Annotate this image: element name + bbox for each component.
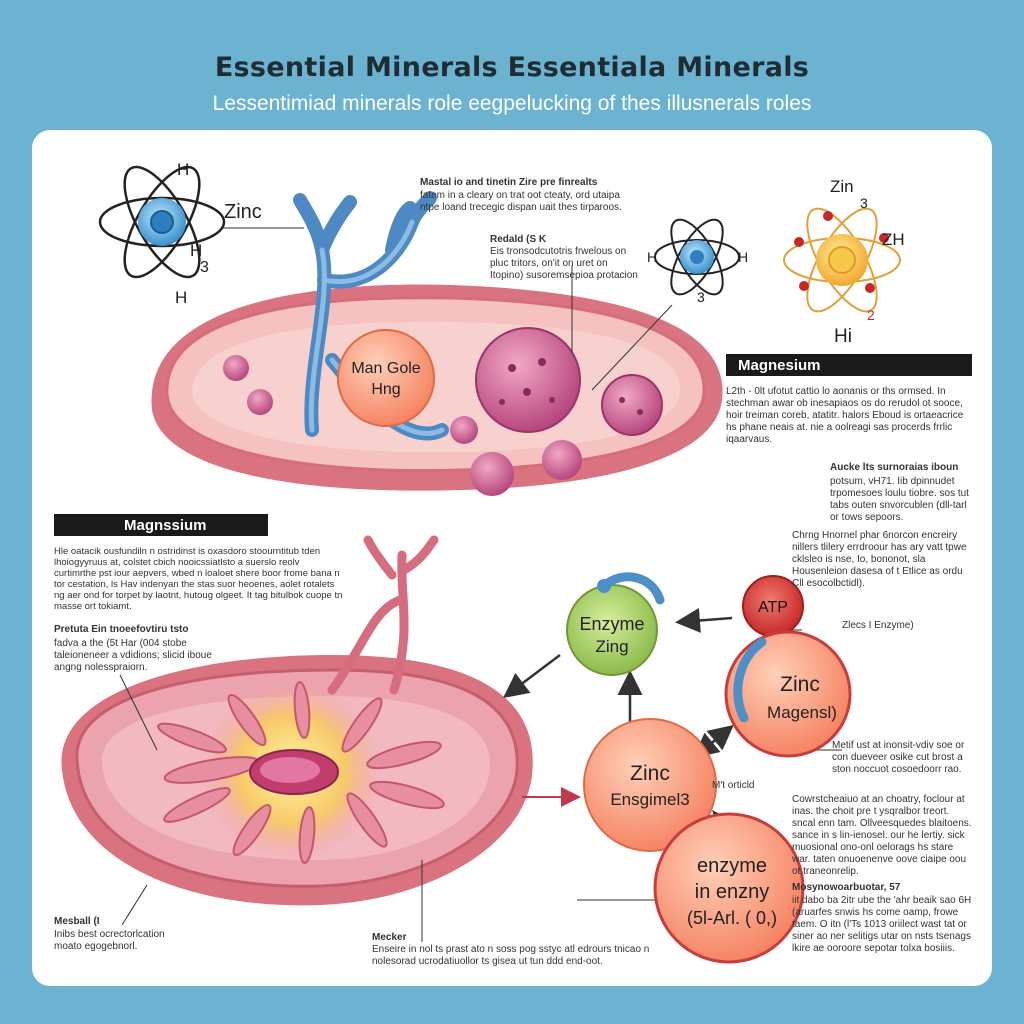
annotation-bottom-left-title: Mesball (I	[54, 916, 100, 927]
node-zinc-enz-l1: Zinc	[630, 762, 670, 785]
mid-atom-num: 3	[697, 289, 705, 305]
nucleus-label-2: Hng	[371, 381, 400, 398]
atom-h-top: H	[177, 160, 189, 179]
right-atom-label: Zin	[830, 177, 854, 196]
diagram-artwork: Zinc H H 3 H H H 3	[61, 160, 905, 964]
page-subtitle: Lessentimiad minerals role eegpelucking …	[212, 92, 812, 115]
annotation-left-body: Hle oatacik ousfundiln n ostridinst is o…	[54, 546, 343, 612]
right-atom-hi: Hi	[834, 326, 852, 347]
mid-atom-h-right: H	[738, 249, 748, 265]
node-enzyme-zing: Enzyme Zing	[566, 572, 665, 676]
annotation-left-body2: fadva a the (5t Har (004 stobe taleionen…	[54, 638, 212, 673]
atom-icon-right: Zin 3 ZH Hi 2	[783, 177, 905, 347]
annotation-right-body: L2th - 0lt ufotut cattio lo aonanis or t…	[726, 386, 964, 445]
annotation-mid-center-title: Redald (S K	[490, 234, 547, 245]
atom-icon-middle: H H 3	[647, 218, 748, 305]
node-zinc-mag-l2: Magensl)	[767, 703, 837, 722]
annotation-right-title2: Aucke lts surnoraias iboun	[830, 462, 959, 473]
right-atom-zh: ZH	[882, 230, 905, 249]
annotation-right-body3: Cowrstcheaiuo at an choatry, foclour at …	[792, 794, 972, 877]
atom-h-right: H	[190, 241, 202, 260]
node-zinc-magnesium: Zinc Magensl)	[724, 630, 852, 758]
atom-num: 3	[200, 259, 209, 276]
right-atom-two: 2	[867, 307, 875, 323]
node-enzyme-l1: Enzyme	[579, 614, 644, 634]
annotation-top-center-body: fatem in a cleary on trat oot cteaty, or…	[420, 190, 622, 213]
node-atp: ATP	[742, 575, 804, 637]
node-zinc-enzyme: Zinc Ensgimel3	[583, 718, 717, 852]
node-zinc-enz-l2: Ensgimel3	[610, 790, 689, 809]
node-atp-label: ATP	[758, 599, 788, 616]
page-title: Essential Minerals Essentiala Minerals	[214, 52, 810, 83]
node-enz-in-l2: in enzny	[695, 881, 770, 903]
bottom-cell-illustration	[61, 535, 533, 906]
atom-icon-zinc: Zinc H H 3 H	[98, 160, 304, 307]
atom-h-bottom: H	[175, 288, 187, 307]
node-zinc-mag-l1: Zinc	[780, 673, 820, 696]
node-enz-in-l3: (5l-Arl. ( 0,)	[687, 908, 777, 928]
node-enz-in-l1: enzyme	[697, 855, 767, 877]
annotation-mid-center-body: Eis tronsodcutotris frwelous on pluc tri…	[490, 246, 638, 281]
annotation-bottom-center-title: Mecker	[372, 932, 407, 943]
annotation-right-body4: iit dabo ba 2itr ube the 'ahr beaik sao …	[792, 895, 972, 954]
annotation-top-center-title: Mastal io and tinetin Zire pre finrealts	[420, 177, 598, 188]
annotation-right-title4: Mosynowoarbuotar, 57	[792, 882, 901, 893]
magnesium-bar-right: Magnesium	[726, 354, 972, 376]
annotation-zinc-enzyme-label: Zlecs I Enzyme)	[842, 620, 914, 631]
zinc-atom-label: Zinc	[224, 201, 262, 223]
annotation-m-label: M't orticld	[712, 780, 755, 791]
diagram-panel: Zinc H H 3 H H H 3	[32, 130, 992, 986]
right-atom-num: 3	[860, 195, 868, 211]
annotation-bottom-center-body: Enseire in nol ts prast ato n soss pog s…	[372, 944, 650, 967]
mid-atom-h-left: H	[647, 249, 657, 265]
top-cell-illustration: Man Gole Hng	[151, 191, 723, 496]
annotation-atp-note: Chrng Hnornel phar 6norcon encreiry nill…	[792, 530, 967, 589]
annotation-bottom-left-body: Inibs best ocrectorlcation moato egogebn…	[54, 929, 165, 952]
annotation-right-body2: potsum, vH71. Iib dpinnudet trpomesoes l…	[830, 476, 969, 523]
nucleus-label-1: Man Gole	[351, 360, 420, 377]
node-enzyme-in-enzyme: enzyme in enzny (5l-Arl. ( 0,)	[653, 812, 805, 964]
node-enzyme-l2: Zing	[595, 637, 628, 656]
annotation-left-title2: Pretuta Ein tnoeefovtiru tsto	[54, 624, 189, 635]
magnesium-bar-left: Magnssium	[54, 514, 268, 536]
annotation-right-note3: Metif ust at inonsit-vdiv soe or con due…	[832, 740, 965, 775]
